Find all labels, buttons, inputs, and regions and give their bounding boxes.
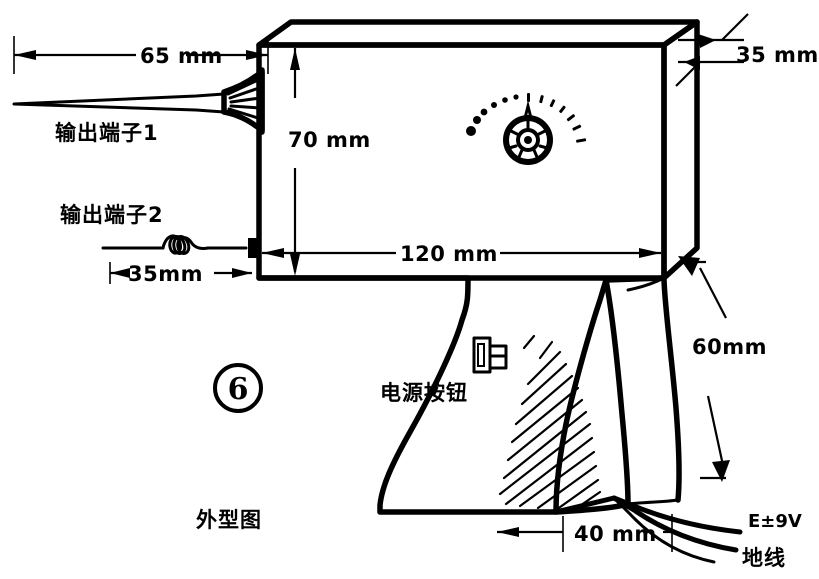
device-grip: [256, 275, 682, 515]
dimension-body-depth: [675, 13, 749, 87]
figure-caption: 外型图: [196, 508, 262, 532]
wire-ground: [612, 496, 716, 564]
label-output-terminal-2: 输出端子2: [60, 203, 164, 227]
dimension-label-120mm: 120 mm: [400, 242, 498, 266]
dimension-grip-width: [497, 514, 673, 552]
dimension-grip-length: [678, 256, 730, 482]
rotary-knob[interactable]: [503, 100, 553, 165]
needle-probe: [12, 67, 265, 135]
figure-number-text: 6: [228, 372, 249, 407]
dimension-label-35mm-offset: 35mm: [128, 262, 203, 286]
label-power-button: 电源按钮: [380, 381, 468, 405]
coil-lead: [101, 234, 260, 258]
dimension-label-60mm: 60mm: [692, 335, 767, 359]
dimension-label-40mm: 40 mm: [574, 522, 657, 546]
dimension-body-width: [262, 248, 661, 258]
dimension-label-65mm: 65 mm: [140, 44, 223, 68]
dimension-body-height: [290, 48, 300, 276]
power-switch[interactable]: [472, 336, 508, 374]
wire-supply-2: [611, 495, 739, 553]
figure-number: 6: [213, 363, 263, 413]
dimension-terminal2-offset: [109, 262, 252, 284]
dial-scale-arc: [466, 93, 587, 143]
grip-texture: [498, 334, 602, 512]
wire-supply-1: [611, 495, 743, 535]
power-wires: [553, 495, 743, 564]
label-output-terminal-1: 输出端子1: [55, 121, 159, 145]
dimension-label-70mm: 70 mm: [288, 128, 371, 152]
dimension-label-35mm-depth: 35 mm: [736, 43, 819, 67]
label-supply-voltage: E±9V: [748, 511, 802, 532]
label-ground-wire: 地线: [742, 546, 786, 570]
